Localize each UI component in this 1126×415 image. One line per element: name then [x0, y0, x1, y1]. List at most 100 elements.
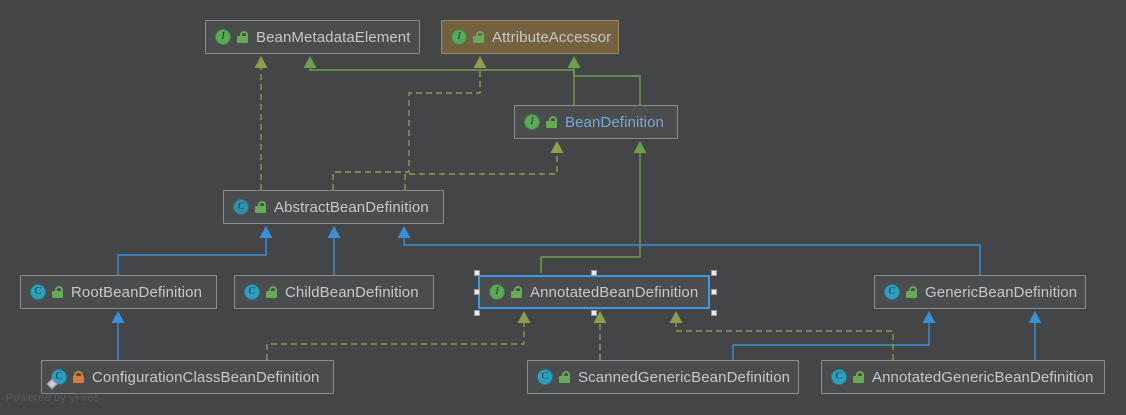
lock-shackle: [476, 31, 484, 38]
edge-scannedgeneric-to-annotatedbeandefinition[interactable]: [593, 311, 607, 360]
edge-childbeandefinition-to-abstract[interactable]: [327, 226, 341, 275]
lock-body: [73, 376, 84, 383]
edge-rootbeandefinition-to-abstract[interactable]: [117, 226, 273, 275]
unlocked-public-icon: [473, 31, 484, 43]
lock-shackle: [258, 201, 266, 208]
edge-arrowhead: [517, 311, 531, 323]
lock-body: [473, 36, 484, 43]
lock-shackle: [909, 286, 917, 293]
lock-body: [906, 291, 917, 298]
uml-node-abstract-bean-definition[interactable]: C AbstractBeanDefinition: [223, 190, 444, 224]
edge-line: [573, 68, 641, 105]
edge-line: [403, 238, 981, 275]
lock-body: [559, 376, 570, 383]
lock-body: [511, 291, 522, 298]
unlocked-public-icon: [853, 371, 864, 383]
interface-icon: I: [524, 113, 541, 131]
edge-arrowhead: [259, 226, 273, 238]
lock-shackle: [74, 371, 83, 378]
edge-line: [117, 238, 267, 275]
unlocked-public-icon: [237, 31, 248, 43]
unlocked-public-icon: [52, 286, 63, 298]
unlocked-public-icon: [546, 116, 557, 128]
edge-genericbeandefinition-to-abstract[interactable]: [397, 226, 981, 275]
edge-abstractbeandefinition-to-beandefinition[interactable]: [332, 56, 487, 190]
edge-arrowhead: [327, 226, 341, 238]
class-icon: C: [537, 368, 554, 386]
lock-shackle: [856, 371, 864, 378]
edge-arrowhead: [303, 56, 317, 68]
edge-annotatedgeneric-to-annotatedbeandefinition[interactable]: [669, 311, 894, 360]
edge-abstractbeandefinition-to-beandefinition-2[interactable]: [404, 141, 564, 190]
uml-node-label: AbstractBeanDefinition: [274, 198, 429, 216]
selection-handle[interactable]: [591, 310, 597, 316]
edge-line: [332, 68, 481, 190]
interface-icon: I: [489, 283, 506, 301]
selection-handle[interactable]: [711, 289, 717, 295]
lock-shackle: [562, 371, 570, 378]
uml-node-annotated-bean-definition[interactable]: I AnnotatedBeanDefinition: [478, 275, 710, 309]
selection-handle[interactable]: [474, 310, 480, 316]
edge-line: [675, 323, 894, 360]
uml-node-scanned-generic-bean-definition[interactable]: C ScannedGenericBeanDefinition: [527, 360, 799, 394]
selection-handle[interactable]: [591, 270, 597, 276]
abstract-class-icon: C: [233, 198, 250, 216]
unlocked-public-icon: [559, 371, 570, 383]
selection-handle[interactable]: [474, 289, 480, 295]
edge-line: [309, 68, 575, 105]
edge-beandefinition-to-beanmetadataelement[interactable]: [303, 56, 575, 105]
edge-scannedgeneric-to-genericbeandefinition[interactable]: [732, 311, 936, 360]
edge-line: [540, 153, 641, 273]
edge-line: [404, 153, 558, 190]
edge-configurationclass-to-annotatedbeandefinition[interactable]: [266, 311, 531, 360]
edge-arrowhead: [397, 226, 411, 238]
uml-node-label: AnnotatedGenericBeanDefinition: [872, 368, 1094, 386]
uml-node-label: ScannedGenericBeanDefinition: [578, 368, 791, 386]
uml-node-label: AnnotatedBeanDefinition: [530, 283, 699, 301]
edge-configurationclass-to-rootbeandefinition[interactable]: [111, 311, 125, 360]
yfiles-watermark: Powered by yFiles: [6, 392, 100, 404]
edge-line: [732, 323, 930, 360]
selection-handle[interactable]: [711, 270, 717, 276]
lock-shackle: [269, 286, 277, 293]
edge-beandefinition-to-attributeaccessor[interactable]: [567, 56, 641, 105]
interface-icon: I: [215, 28, 232, 46]
class-icon: C: [884, 283, 901, 301]
edge-arrowhead: [567, 56, 581, 68]
uml-node-bean-metadata-element[interactable]: I BeanMetadataElement: [205, 20, 420, 54]
uml-node-label: BeanMetadataElement: [256, 28, 411, 46]
edge-arrowhead: [922, 311, 936, 323]
edge-annotatedgeneric-to-genericbeandefinition[interactable]: [1028, 311, 1042, 360]
edge-abstractbeandefinition-to-beanmetadataelement[interactable]: [254, 56, 268, 190]
interface-icon: I: [451, 28, 468, 46]
edge-arrowhead: [1028, 311, 1042, 323]
unlocked-public-icon: [906, 286, 917, 298]
selection-handle[interactable]: [474, 270, 480, 276]
unlocked-public-icon: [266, 286, 277, 298]
selection-handle[interactable]: [711, 310, 717, 316]
uml-node-bean-definition[interactable]: I BeanDefinition: [514, 105, 678, 139]
uml-node-label: ChildBeanDefinition: [285, 283, 419, 301]
edge-annotatedbeandefinition-to-beandefinition[interactable]: [540, 141, 647, 273]
uml-node-label: BeanDefinition: [565, 113, 664, 131]
edge-arrowhead: [550, 141, 564, 153]
lock-body: [853, 376, 864, 383]
edge-arrowhead: [254, 56, 268, 68]
lock-body: [546, 121, 557, 128]
locked-private-icon: [73, 371, 84, 383]
lock-shackle: [240, 31, 248, 38]
edge-arrowhead: [633, 141, 647, 153]
lock-body: [52, 291, 63, 298]
lock-body: [255, 206, 266, 213]
uml-node-label: RootBeanDefinition: [71, 283, 203, 301]
inner-class-icon: C: [46, 368, 68, 390]
lock-shackle: [514, 286, 522, 293]
